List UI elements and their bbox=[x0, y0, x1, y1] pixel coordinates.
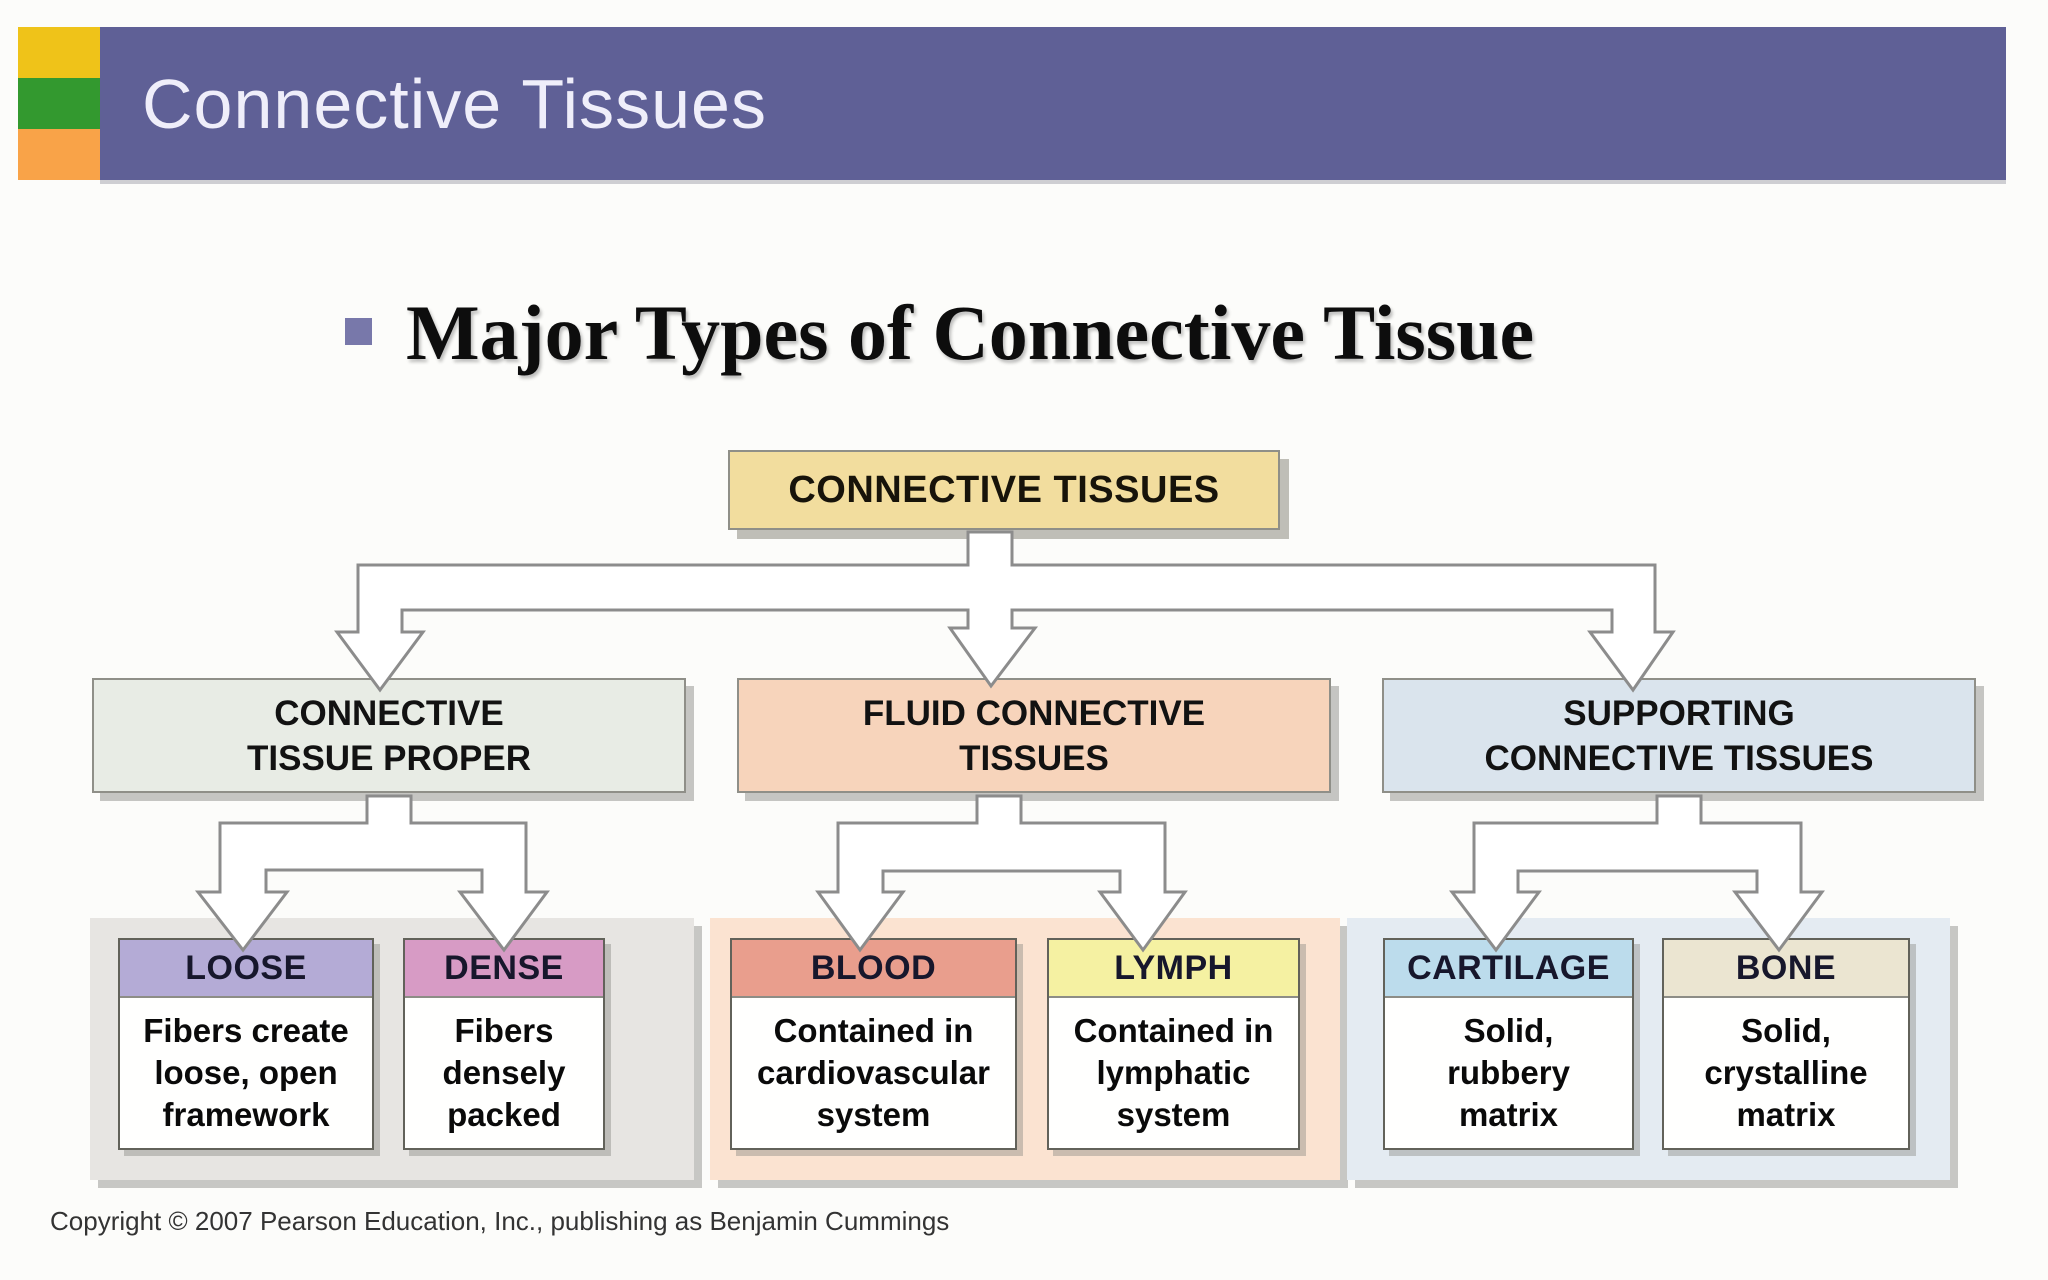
slide-title: Connective Tissues bbox=[142, 64, 767, 143]
node-blood-title: BLOOD bbox=[732, 940, 1015, 998]
node-connective-tissues: CONNECTIVE TISSUES bbox=[728, 450, 1280, 530]
node-dense-title: DENSE bbox=[405, 940, 603, 998]
node-bone-title: BONE bbox=[1664, 940, 1908, 998]
header-accent-square-orange bbox=[18, 129, 100, 180]
slide-title-bar: Connective Tissues bbox=[100, 27, 2006, 180]
node-loose-title: LOOSE bbox=[120, 940, 372, 998]
node-cartilage-title: CARTILAGE bbox=[1385, 940, 1632, 998]
node-lymph-title: LYMPH bbox=[1049, 940, 1298, 998]
copyright-line: Copyright © 2007 Pearson Education, Inc.… bbox=[50, 1206, 950, 1236]
header-accent-square-yellow bbox=[18, 27, 100, 78]
bullet-square-icon bbox=[345, 318, 372, 345]
connector-root-to-level2 bbox=[334, 530, 1676, 693]
slide-heading: Major Types of Connective Tissue bbox=[406, 289, 1535, 376]
header-accent-square-green bbox=[18, 78, 100, 129]
